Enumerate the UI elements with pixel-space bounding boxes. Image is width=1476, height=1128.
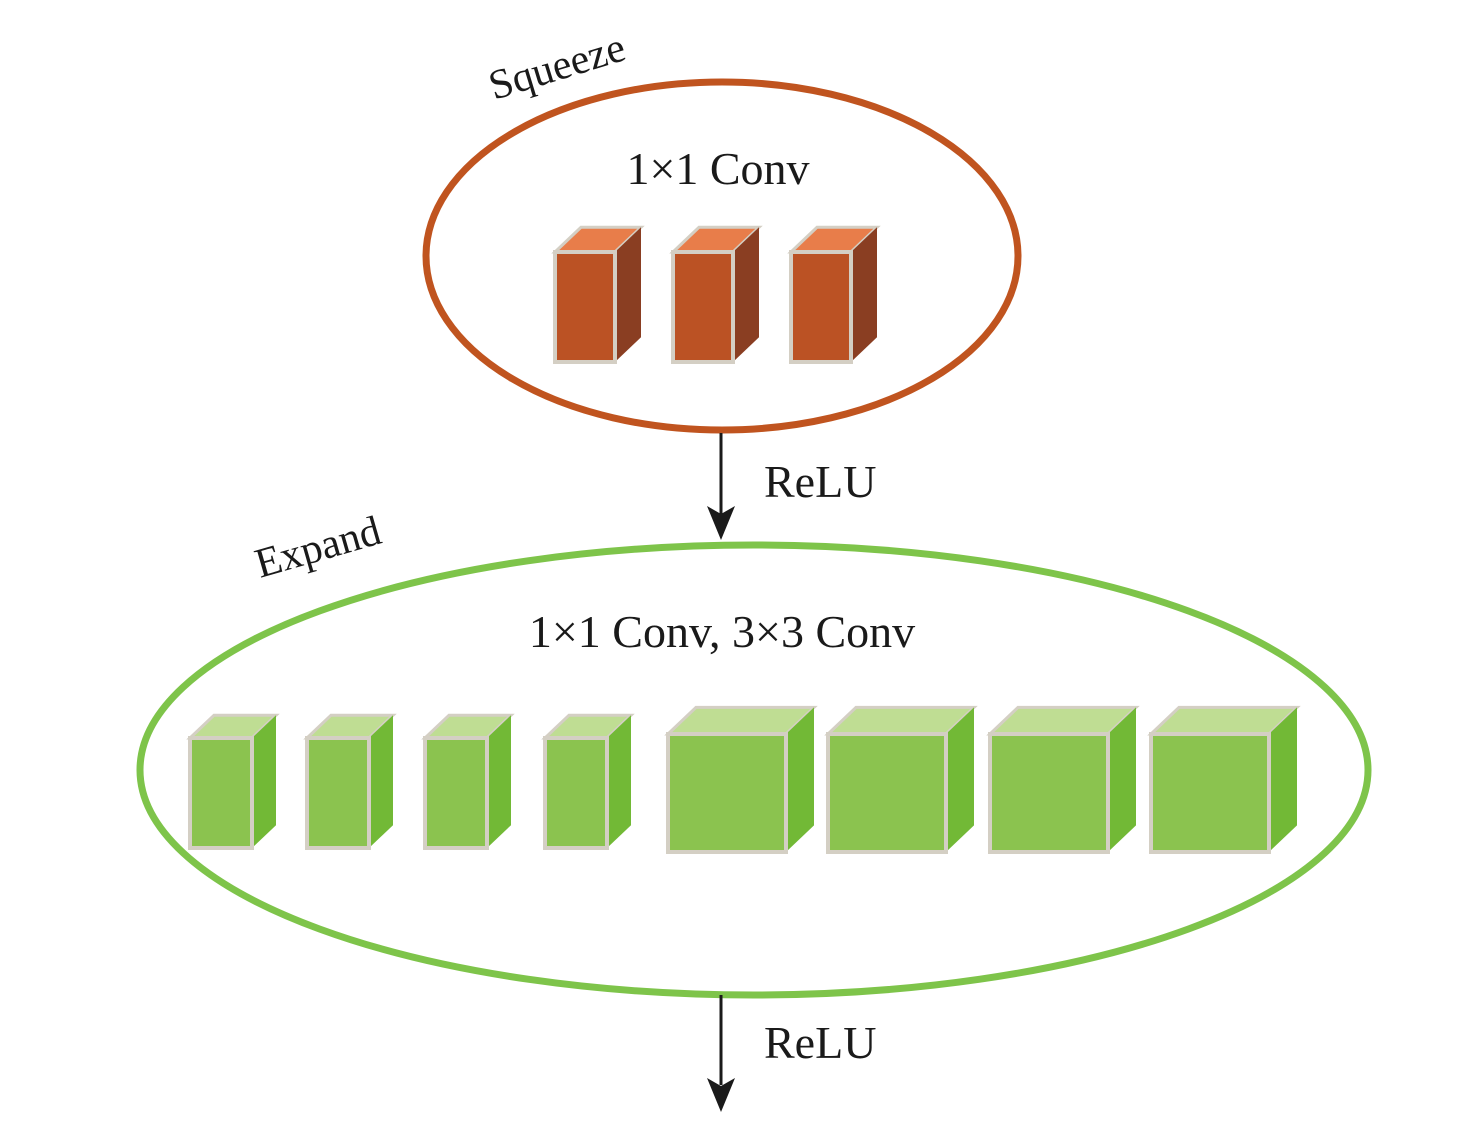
expand-filter-cube-1x1 [303, 713, 397, 850]
cube-side-face [946, 707, 974, 852]
expand-filter-cube-1x1 [541, 713, 635, 850]
arrow-head-icon [707, 1078, 735, 1112]
squeeze-conv-label: 1×1 Conv [626, 143, 809, 194]
relu-arrow-1: ReLU [707, 433, 876, 540]
relu-arrow-2: ReLU [707, 995, 876, 1112]
cube-side-face [607, 715, 631, 848]
relu-label-2: ReLU [764, 1017, 876, 1068]
cube-front-face [553, 250, 617, 364]
squeeze-filter-cube [787, 225, 881, 364]
squeeze-filter-cube [551, 225, 645, 364]
expand-filter-cube-3x3 [986, 705, 1140, 854]
expand-module: Expand 1×1 Conv, 3×3 Conv [136, 508, 1372, 999]
cube-side-face [733, 227, 759, 362]
squeeze-filter-cube [669, 225, 763, 364]
cube-front-face [423, 736, 489, 850]
cube-side-face [487, 715, 511, 848]
expand-filter-cube-3x3 [1147, 705, 1301, 854]
squeeze-filters [551, 225, 881, 364]
expand-filter-cube-3x3 [664, 705, 818, 854]
cube-side-face [615, 227, 641, 362]
cube-front-face [188, 736, 254, 850]
cube-front-face [671, 250, 735, 364]
expand-filter-cube-1x1 [186, 713, 280, 850]
cube-side-face [851, 227, 877, 362]
expand-filter-cube-3x3 [824, 705, 978, 854]
squeeze-module: Squeeze 1×1 Conv [422, 25, 1022, 434]
cube-front-face [543, 736, 609, 850]
relu-label-1: ReLU [764, 456, 876, 507]
expand-filter-cube-1x1 [421, 713, 515, 850]
cube-front-face [988, 732, 1110, 854]
expand-filters [186, 705, 1301, 854]
cube-side-face [252, 715, 276, 848]
cube-front-face [1149, 732, 1271, 854]
arrow-head-icon [707, 506, 735, 540]
cube-front-face [789, 250, 853, 364]
expand-label: Expand [250, 508, 386, 588]
expand-ring [136, 541, 1372, 999]
cube-side-face [369, 715, 393, 848]
cube-front-face [666, 732, 788, 854]
cube-side-face [1108, 707, 1136, 852]
expand-conv-label: 1×1 Conv, 3×3 Conv [529, 606, 915, 657]
squeeze-ring [422, 78, 1022, 434]
cube-front-face [305, 736, 371, 850]
cube-front-face [826, 732, 948, 854]
cube-side-face [1269, 707, 1297, 852]
cube-side-face [786, 707, 814, 852]
